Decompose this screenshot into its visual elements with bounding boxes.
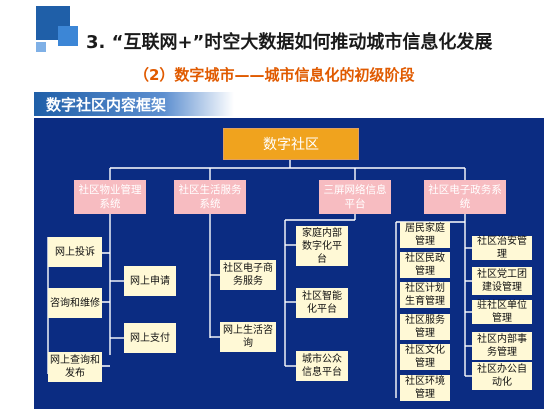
leaf-security-mgmt: 社区治安管理 (472, 236, 532, 260)
leaf-internal-affairs: 社区内部事务管理 (472, 332, 532, 360)
page-title: 3. “互联网+”时空大数据如何推动城市信息化发展 (86, 32, 493, 53)
leaf-consult-repair: 咨询和维修 (48, 288, 102, 318)
category-network: 三屏网络信息平台 (319, 180, 391, 214)
diagram-panel (34, 118, 544, 409)
section-banner: 数字社区内容框架 (34, 92, 234, 116)
section-label: 数字社区内容框架 (46, 96, 167, 114)
leaf-civil-affairs: 社区民政管理 (400, 252, 450, 278)
leaf-smart-community: 社区智能化平台 (296, 288, 348, 318)
category-egov: 社区电子政务系统 (424, 180, 506, 214)
leaf-life-consult: 网上生活咨询 (220, 322, 276, 352)
leaf-online-pay: 网上支付 (124, 323, 176, 353)
category-property: 社区物业管理系统 (74, 180, 146, 214)
page-subtitle: （2）数字城市——城市信息化的初级阶段 (134, 66, 415, 84)
leaf-household: 居民家庭管理 (400, 222, 450, 248)
decor-square-light (58, 26, 78, 46)
leaf-service-mgmt: 社区服务管理 (400, 314, 450, 340)
leaf-ecommerce: 社区电子商务服务 (220, 260, 276, 290)
leaf-unit-mgmt: 驻社区单位管理 (472, 300, 532, 324)
leaf-public-info: 城市公众信息平台 (296, 351, 348, 381)
category-life-service: 社区生活服务系统 (174, 180, 246, 214)
leaf-home-digital: 家庭内部数字化平台 (296, 226, 348, 266)
leaf-culture-mgmt: 社区文化管理 (400, 344, 450, 370)
leaf-query-publish: 网上查询和发布 (48, 352, 102, 382)
leaf-office-automation: 社区办公自动化 (472, 362, 532, 390)
leaf-online-apply: 网上申请 (124, 266, 176, 296)
root-node: 数字社区 (223, 128, 359, 160)
leaf-party-building: 社区党工团建设管理 (472, 267, 532, 295)
decor-square-small (36, 42, 46, 52)
leaf-family-planning: 社区计划生育管理 (400, 282, 450, 308)
leaf-online-complaint: 网上投诉 (48, 237, 102, 267)
leaf-environment-mgmt: 社区环境管理 (400, 375, 450, 401)
